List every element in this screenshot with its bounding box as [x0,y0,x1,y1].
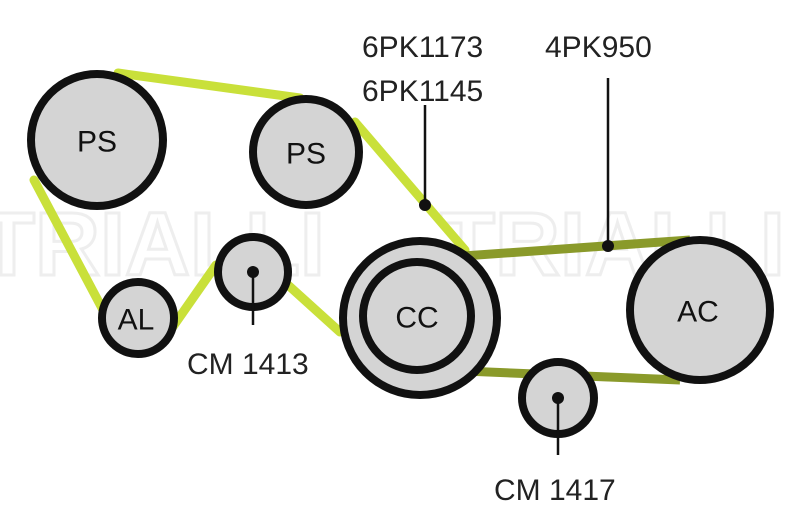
pulley-al-label: AL [118,304,155,337]
pulley-ps-2 [249,95,363,209]
pulley-ps-1 [27,70,167,210]
label-cm1413: CM 1413 [187,348,309,381]
belt-segment [434,235,691,263]
pulley-cc-label: CC [395,302,438,335]
label-cm1417: CM 1417 [494,474,616,507]
leader-dot [419,199,431,211]
pulley-ac [626,236,774,384]
belt-segment [29,175,108,315]
label-4pk950: 4PK950 [545,31,652,64]
pulley-cc-inner [359,258,475,374]
pulley-al [98,278,178,358]
pulley-ps-2-label: PS [286,138,326,171]
belt-segment [283,280,345,337]
label-6pk1173: 6PK1173 [362,31,483,64]
pulley-ps-1-label: PS [77,126,117,159]
leader-dot [602,240,614,252]
main-belt [29,68,470,337]
leader-dot [552,392,564,404]
belt-segment [350,117,470,255]
belt-segment [167,260,221,333]
pulley-ac-label: AC [677,296,719,329]
belt-segment [113,68,305,103]
leader-lines [251,78,610,455]
label-6pk1145: 6PK1145 [362,75,483,108]
leader-dot [247,266,259,278]
